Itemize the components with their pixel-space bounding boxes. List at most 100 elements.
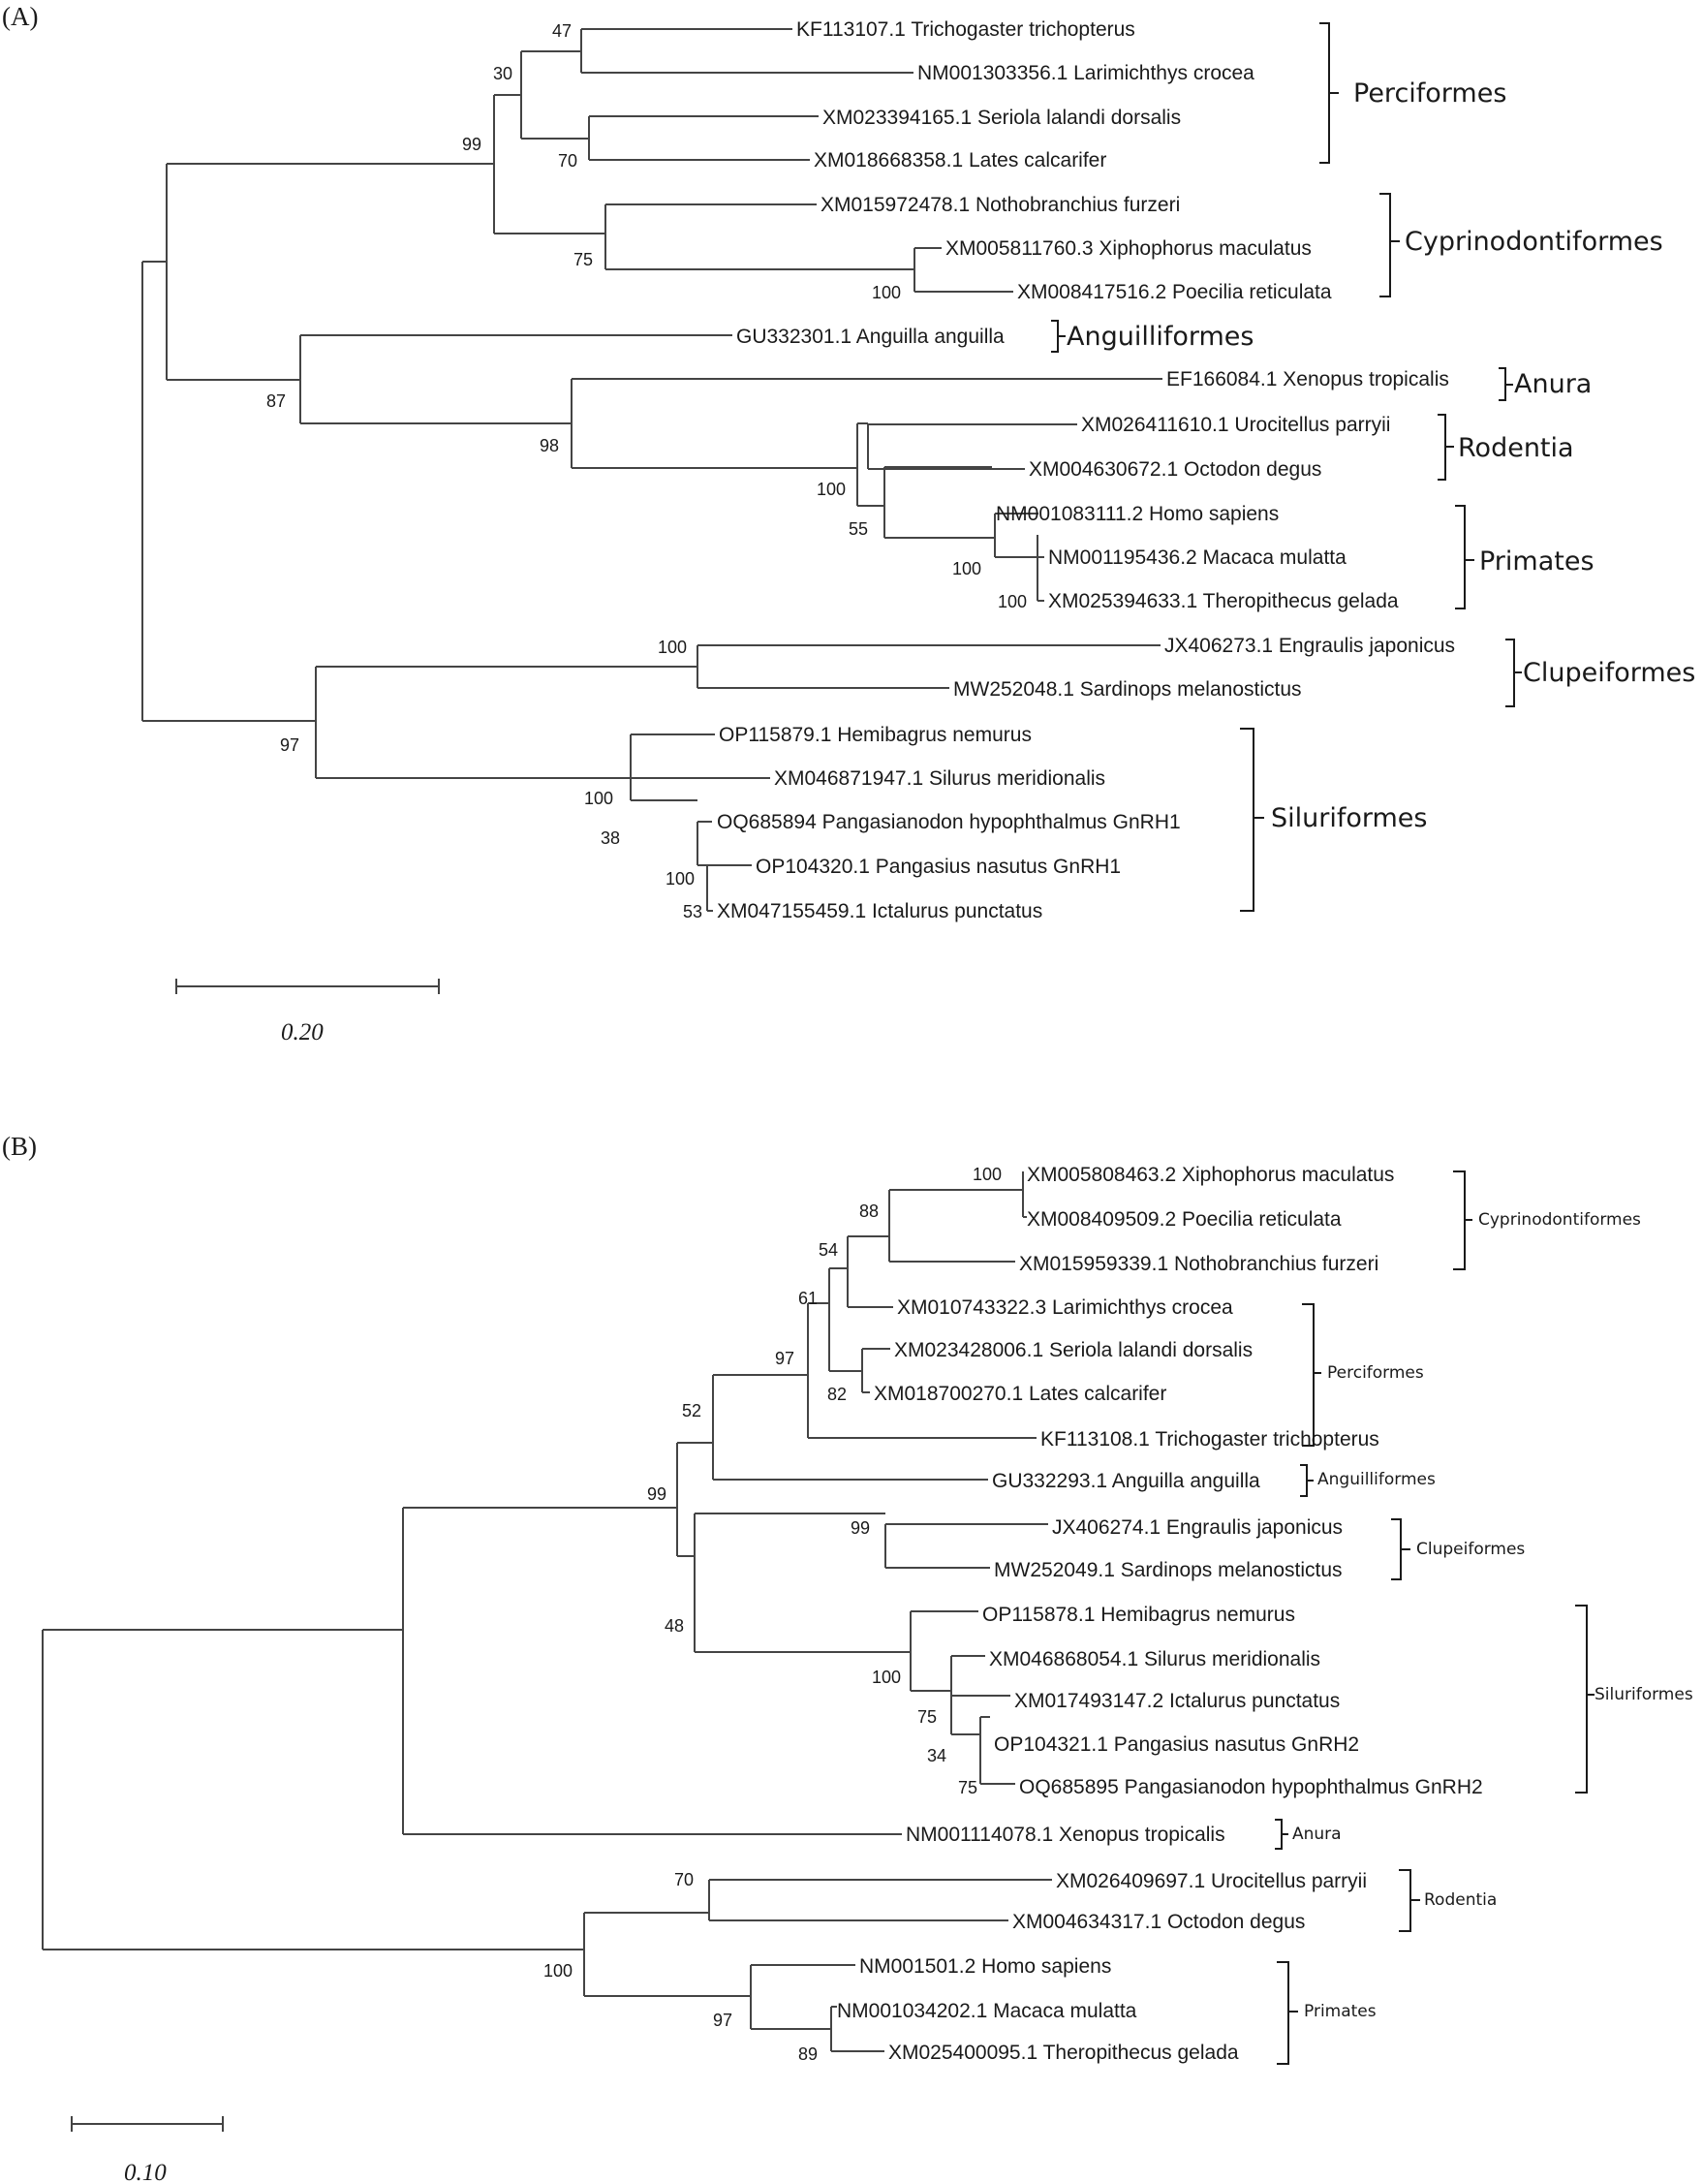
- panel-b-branches: [42, 1171, 1052, 2052]
- panel-b-label: (B): [2, 1132, 37, 1161]
- bootstrap-value: 97: [280, 735, 299, 755]
- group-label: Cyprinodontiformes: [1405, 227, 1663, 257]
- bootstrap-value: 38: [601, 828, 620, 848]
- leaf-label: NM001195436.2 Macaca mulatta: [1048, 546, 1347, 569]
- bootstrap-value: 99: [462, 135, 481, 154]
- group-label: Clupeiformes: [1416, 1540, 1525, 1559]
- leaf-label: EF166084.1 Xenopus tropicalis: [1166, 368, 1449, 390]
- leaf-label: XM004634317.1 Octodon degus: [1012, 1911, 1305, 1933]
- bracket-perciformes-a: [1319, 22, 1339, 164]
- leaf-label: OP104320.1 Pangasius nasutus GnRH1: [756, 856, 1121, 878]
- bootstrap-value: 100: [952, 559, 981, 578]
- bootstrap-value: 100: [872, 283, 901, 302]
- bootstrap-value: 100: [973, 1165, 1002, 1184]
- leaf-label: KF113108.1 Trichogaster trichopterus: [1040, 1428, 1379, 1451]
- leaf-label: JX406273.1 Engraulis japonicus: [1164, 635, 1455, 657]
- bootstrap-value: 97: [775, 1349, 794, 1368]
- group-label: Siluriformes: [1595, 1685, 1693, 1704]
- scale-bar-b-label: 0.10: [124, 2160, 167, 2184]
- bootstrap-value: 98: [540, 436, 559, 455]
- bracket-anura-a: [1499, 367, 1513, 401]
- leaf-label: OQ685894 Pangasianodon hypophthalmus GnR…: [717, 811, 1181, 833]
- bootstrap-value: 75: [958, 1778, 977, 1797]
- leaf-label: OP104321.1 Pangasius nasutus GnRH2: [994, 1733, 1359, 1756]
- leaf-label: XM046871947.1 Silurus meridionalis: [774, 767, 1105, 790]
- bootstrap-value: 30: [493, 64, 512, 83]
- leaf-label: XM008409509.2 Poecilia reticulata: [1027, 1208, 1342, 1231]
- bootstrap-value: 100: [666, 869, 695, 889]
- leaf-label: KF113107.1 Trichogaster trichopterus: [796, 18, 1135, 41]
- leaf-label: NM001034202.1 Macaca mulatta: [837, 2000, 1137, 2022]
- leaf-label: XM046868054.1 Silurus meridionalis: [989, 1648, 1320, 1670]
- bootstrap-value: 55: [849, 519, 868, 539]
- group-label: Cyprinodontiformes: [1478, 1210, 1641, 1230]
- group-label: Perciformes: [1353, 78, 1506, 109]
- group-label: Primates: [1479, 546, 1595, 577]
- bootstrap-value: 100: [817, 480, 846, 499]
- group-label: Rodentia: [1458, 433, 1574, 463]
- bootstrap-value: 52: [682, 1401, 701, 1420]
- leaf-label: NM001083111.2 Homo sapiens: [996, 503, 1279, 525]
- leaf-label: MW252048.1 Sardinops melanostictus: [953, 678, 1302, 701]
- bootstrap-value: 54: [819, 1240, 838, 1260]
- leaf-label: NM001114078.1 Xenopus tropicalis: [906, 1824, 1225, 1846]
- bootstrap-value: 48: [665, 1616, 684, 1636]
- bootstrap-value: 88: [859, 1201, 879, 1221]
- leaf-label: NM001501.2 Homo sapiens: [859, 1955, 1111, 1978]
- leaf-label: XM025400095.1 Theropithecus gelada: [888, 2042, 1239, 2064]
- group-label: Siluriformes: [1271, 803, 1428, 833]
- leaf-label: GU332293.1 Anguilla anguilla: [992, 1470, 1260, 1492]
- group-label: Clupeiformes: [1523, 658, 1695, 688]
- panel-a-label: (A): [2, 2, 38, 31]
- bracket-primates-a: [1455, 505, 1474, 609]
- leaf-label: XM018668358.1 Lates calcarifer: [814, 149, 1106, 172]
- leaf-label: GU332301.1 Anguilla anguilla: [736, 326, 1005, 348]
- bootstrap-value: 70: [674, 1870, 694, 1889]
- leaf-label: XM010743322.3 Larimichthys crocea: [897, 1296, 1233, 1319]
- leaf-label: XM018700270.1 Lates calcarifer: [874, 1383, 1166, 1405]
- leaf-label: NM001303356.1 Larimichthys crocea: [917, 62, 1254, 84]
- group-label: Rodentia: [1424, 1890, 1497, 1910]
- scale-bar-a-label: 0.20: [281, 1019, 324, 1045]
- bootstrap-value: 100: [998, 592, 1027, 611]
- bracket-anguilliformes-b: [1300, 1464, 1314, 1497]
- leaf-label: XM047155459.1 Ictalurus punctatus: [717, 900, 1042, 922]
- bracket-rodentia-a: [1438, 414, 1454, 481]
- bootstrap-value: 75: [573, 250, 593, 269]
- bootstrap-value: 99: [851, 1518, 870, 1538]
- bracket-perciformes-b: [1302, 1303, 1321, 1447]
- leaf-label: OP115879.1 Hemibagrus nemurus: [719, 724, 1032, 746]
- leaf-label: JX406274.1 Engraulis japonicus: [1052, 1516, 1343, 1539]
- bootstrap-value: 100: [584, 789, 613, 808]
- scale-bar-b: [71, 2116, 224, 2132]
- leaf-label: OP115878.1 Hemibagrus nemurus: [982, 1604, 1295, 1626]
- group-label: Primates: [1304, 2002, 1377, 2021]
- bootstrap-value: 34: [927, 1746, 946, 1765]
- leaf-label: XM005811760.3 Xiphophorus maculatus: [945, 237, 1312, 260]
- bracket-anguilliformes-a: [1051, 320, 1066, 353]
- leaf-label: XM017493147.2 Ictalurus punctatus: [1014, 1690, 1340, 1712]
- panel-a: (A): [2, 2, 1695, 1045]
- bracket-siluriformes-a: [1240, 728, 1264, 912]
- leaf-label: XM023394165.1 Seriola lalandi dorsalis: [822, 107, 1181, 129]
- bracket-anura-b: [1275, 1819, 1288, 1850]
- bracket-primates-b: [1277, 1961, 1298, 2065]
- bootstrap-value: 82: [827, 1385, 847, 1404]
- leaf-label: XM026411610.1 Urocitellus parryii: [1081, 414, 1390, 436]
- bracket-clupeiformes-b: [1391, 1518, 1410, 1580]
- bootstrap-value: 87: [266, 391, 286, 411]
- panel-b: (B): [2, 1132, 1693, 2184]
- bracket-cyprinodontiformes-b: [1453, 1170, 1472, 1270]
- bootstrap-value: 53: [683, 902, 702, 921]
- leaf-label: XM023428006.1 Seriola lalandi dorsalis: [894, 1339, 1253, 1361]
- leaf-label: XM026409697.1 Urocitellus parryii: [1056, 1870, 1367, 1892]
- leaf-label: MW252049.1 Sardinops melanostictus: [994, 1559, 1343, 1581]
- leaf-label: XM015972478.1 Nothobranchius furzeri: [821, 194, 1180, 216]
- bracket-clupeiformes-a: [1505, 639, 1522, 707]
- bootstrap-value: 99: [647, 1484, 666, 1504]
- bootstrap-value: 97: [713, 2011, 732, 2030]
- leaf-label: XM008417516.2 Poecilia reticulata: [1017, 281, 1332, 303]
- bracket-siluriformes-b: [1575, 1605, 1595, 1794]
- bootstrap-value: 100: [543, 1961, 573, 1981]
